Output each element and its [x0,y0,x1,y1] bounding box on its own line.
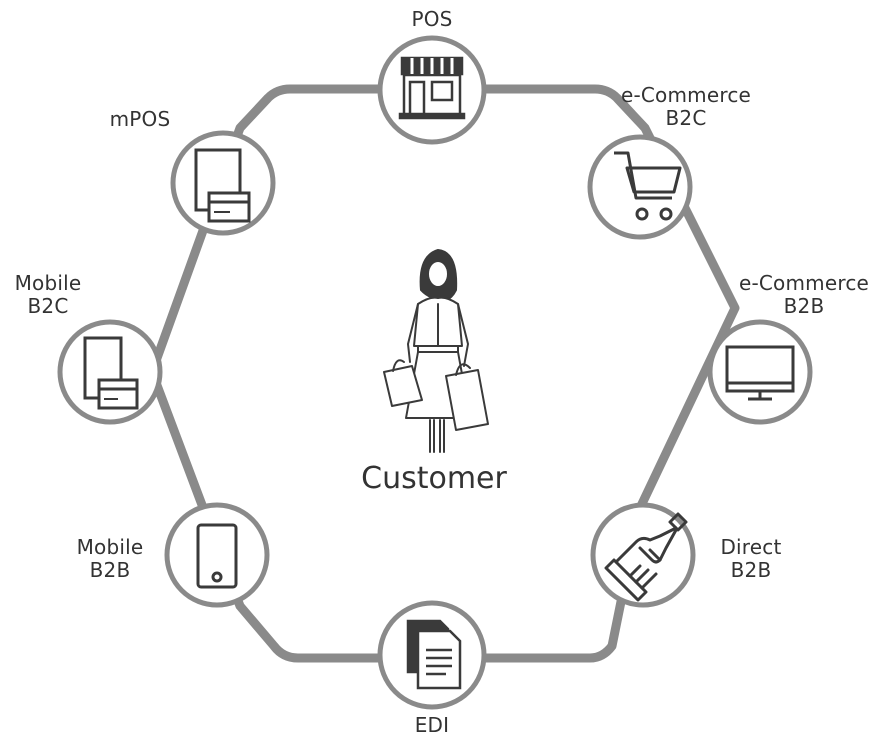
monitor-icon [725,345,795,401]
node-ecom-b2b [707,319,813,425]
node-edi [377,600,487,710]
node-ecom-b2c [587,134,693,240]
shopping-bag-right-icon [445,363,489,431]
label-direct-b2b: Direct B2B [720,535,782,582]
label-edi: EDI [414,713,450,737]
node-direct-b2b [590,502,696,608]
label-mobile-b2b: Mobile B2B [76,535,144,582]
node-mobile-b2b [164,502,270,608]
shopping-cart-icon [614,151,682,221]
label-ecom-b2c: e-Commerce B2C [620,83,752,130]
handshake-icon [604,512,688,602]
label-pos: POS [411,7,453,31]
storefront-icon [398,56,466,120]
customer-label: Customer [361,461,507,496]
label-mobile-b2c: Mobile B2C [14,271,82,318]
tablet-card-icon [194,148,251,223]
customer-figure-icon [383,249,489,453]
phone-card-icon [83,336,139,410]
shopping-bag-left-icon [383,359,423,407]
node-mobile-b2c [57,319,163,425]
documents-icon [406,619,462,690]
node-pos [377,35,487,145]
node-mpos [170,130,276,236]
label-ecom-b2b: e-Commerce B2B [738,271,870,318]
label-mpos: mPOS [109,107,171,131]
smartphone-icon [196,523,238,589]
